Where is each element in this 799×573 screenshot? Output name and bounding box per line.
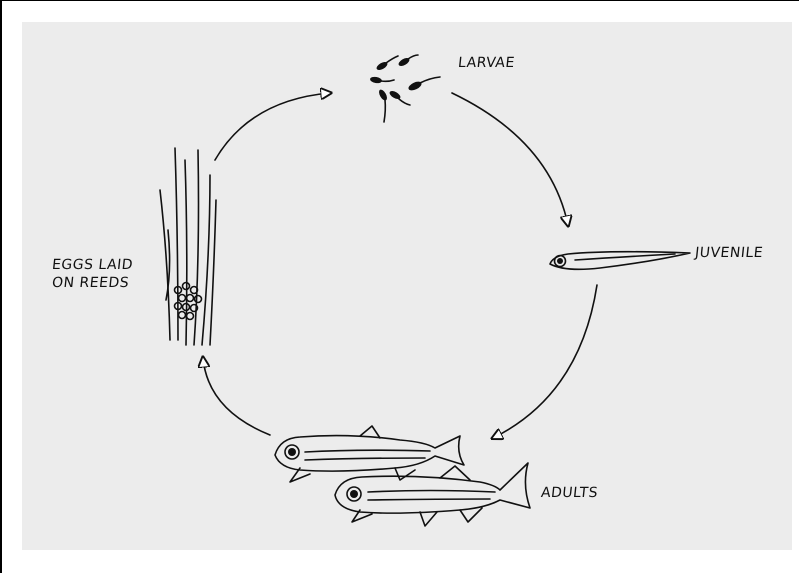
larva (370, 76, 394, 84)
larva (375, 56, 398, 72)
label-juvenile: JUVENILE (694, 245, 764, 261)
larva (388, 89, 410, 105)
arrow-eggs-to-larvae (215, 93, 330, 160)
juvenile-fish-illustration (550, 252, 690, 270)
label-larvae: LARVAE (457, 55, 515, 71)
adult-fish-illustration (275, 426, 530, 526)
adult-fish (335, 463, 530, 526)
larvae-illustration (370, 55, 440, 122)
larva (407, 77, 440, 92)
label-eggs-line2: ON REEDS (51, 275, 130, 291)
arrow-adults-to-eggs (203, 358, 270, 435)
arrow-larvae-to-juvenile (452, 93, 568, 225)
larva (397, 55, 418, 68)
reeds-with-eggs-illustration (160, 148, 216, 345)
larva (377, 88, 388, 122)
adult-fish (275, 426, 464, 482)
label-eggs-line1: EGGS LAID (51, 257, 134, 273)
arrow-juvenile-to-adults (493, 285, 597, 438)
label-adults: ADULTS (540, 485, 599, 501)
